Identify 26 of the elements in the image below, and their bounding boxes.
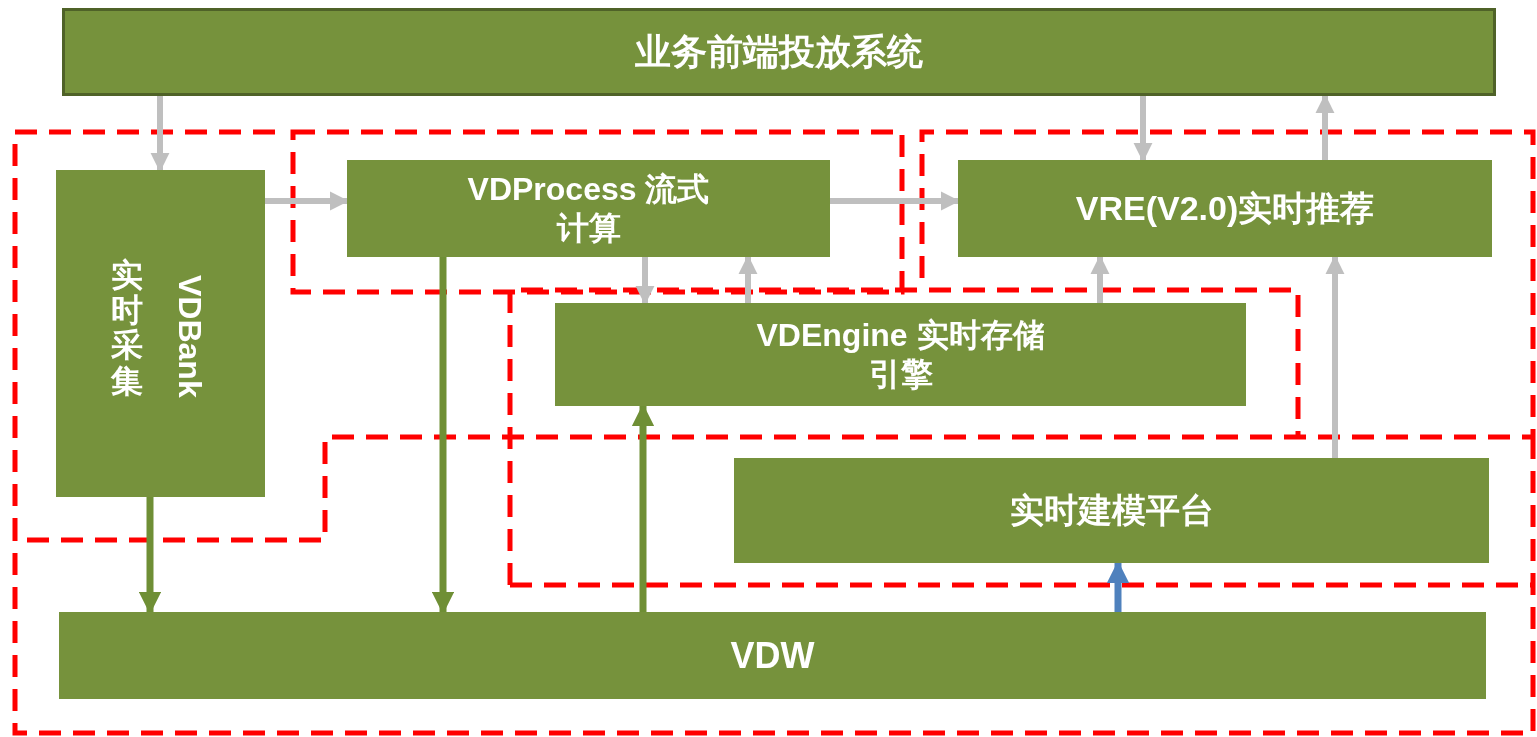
- arrow: [738, 255, 758, 303]
- arrow: [1315, 94, 1335, 160]
- process-box: [56, 170, 265, 497]
- box-label: VDEngine 实时存储引擎: [755, 316, 1046, 393]
- box-label: VRE(V2.0)实时推荐: [1075, 188, 1375, 229]
- box-label: VDW: [730, 633, 815, 678]
- arrow: [830, 191, 960, 211]
- process-box: [59, 612, 1486, 699]
- arrow: [138, 497, 162, 615]
- arrow: [1133, 96, 1153, 162]
- arrow: [635, 257, 655, 305]
- arrow: [431, 257, 455, 615]
- process-box: [62, 8, 1496, 96]
- process-box: [734, 458, 1489, 563]
- process-box: [347, 160, 830, 257]
- box-label: 业务前端投放系统: [635, 30, 923, 74]
- arrow: [265, 191, 349, 211]
- arrow: [150, 96, 170, 172]
- box-label: VDBank: [171, 275, 209, 398]
- process-box: [958, 160, 1492, 257]
- arrow: [1090, 255, 1110, 303]
- box-label: VDProcess 流式计算: [466, 170, 711, 247]
- box-label: 实时建模平台: [1009, 490, 1214, 531]
- box-label: 实时采集: [111, 258, 143, 399]
- process-box: [555, 303, 1246, 406]
- arrow: [1325, 255, 1345, 458]
